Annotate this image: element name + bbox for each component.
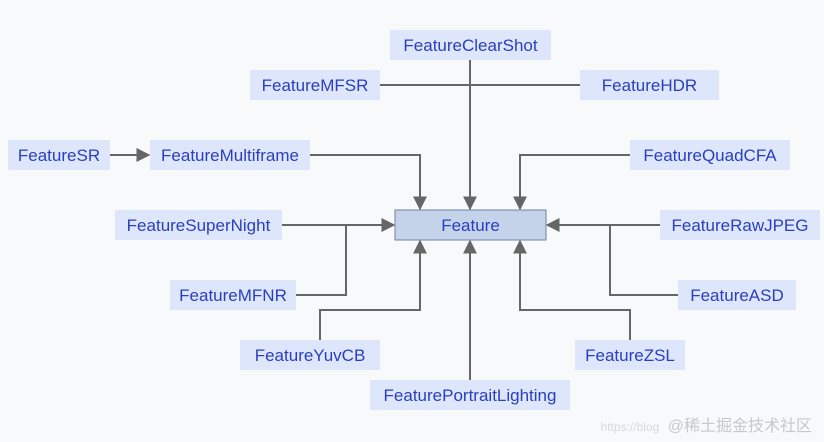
node-yuvcb: FeatureYuvCB [240, 340, 380, 370]
node-yuvcb-label: FeatureYuvCB [255, 346, 366, 365]
node-portrait-label: FeaturePortraitLighting [384, 386, 557, 405]
node-mfnr-label: FeatureMFNR [179, 286, 287, 305]
node-feature: Feature [394, 209, 547, 241]
node-asd-label: FeatureASD [690, 286, 784, 305]
node-mfsr: FeatureMFSR [250, 70, 380, 100]
edge-multiframe [310, 154, 427, 211]
watermark-url: https://blog [600, 420, 660, 434]
edge-zsl [513, 239, 631, 340]
node-hdr-label: FeatureHDR [602, 76, 697, 95]
node-feature-label: Feature [441, 216, 500, 235]
node-zsl-label: FeatureZSL [585, 346, 675, 365]
edge-asd [609, 225, 678, 296]
node-clearshot-label: FeatureClearShot [403, 36, 537, 55]
edge-yuvcb [319, 239, 427, 340]
edge-mfnr [296, 225, 347, 296]
node-clearshot: FeatureClearShot [390, 30, 551, 60]
node-mfnr: FeatureMFNR [170, 280, 296, 310]
edge-quadcfa [513, 154, 630, 211]
node-sr: FeatureSR [8, 140, 110, 170]
node-sr-label: FeatureSR [18, 146, 100, 165]
node-multiframe: FeatureMultiframe [150, 140, 310, 170]
node-supernight: FeatureSuperNight [115, 210, 282, 240]
node-zsl: FeatureZSL [575, 340, 685, 370]
node-quadcfa-label: FeatureQuadCFA [643, 146, 777, 165]
node-portrait: FeaturePortraitLighting [370, 380, 570, 410]
node-supernight-label: FeatureSuperNight [127, 216, 271, 235]
node-multiframe-label: FeatureMultiframe [161, 146, 299, 165]
watermark-text: @稀土掘金技术社区 [667, 418, 812, 435]
node-hdr: FeatureHDR [580, 70, 719, 100]
edges [110, 60, 678, 380]
node-rawjpeg-label: FeatureRawJPEG [672, 216, 809, 235]
node-mfsr-label: FeatureMFSR [262, 76, 369, 95]
node-quadcfa: FeatureQuadCFA [630, 140, 790, 170]
node-asd: FeatureASD [678, 280, 796, 310]
node-rawjpeg: FeatureRawJPEG [660, 210, 820, 240]
watermark: https://blog @稀土掘金技术社区 [601, 412, 812, 436]
